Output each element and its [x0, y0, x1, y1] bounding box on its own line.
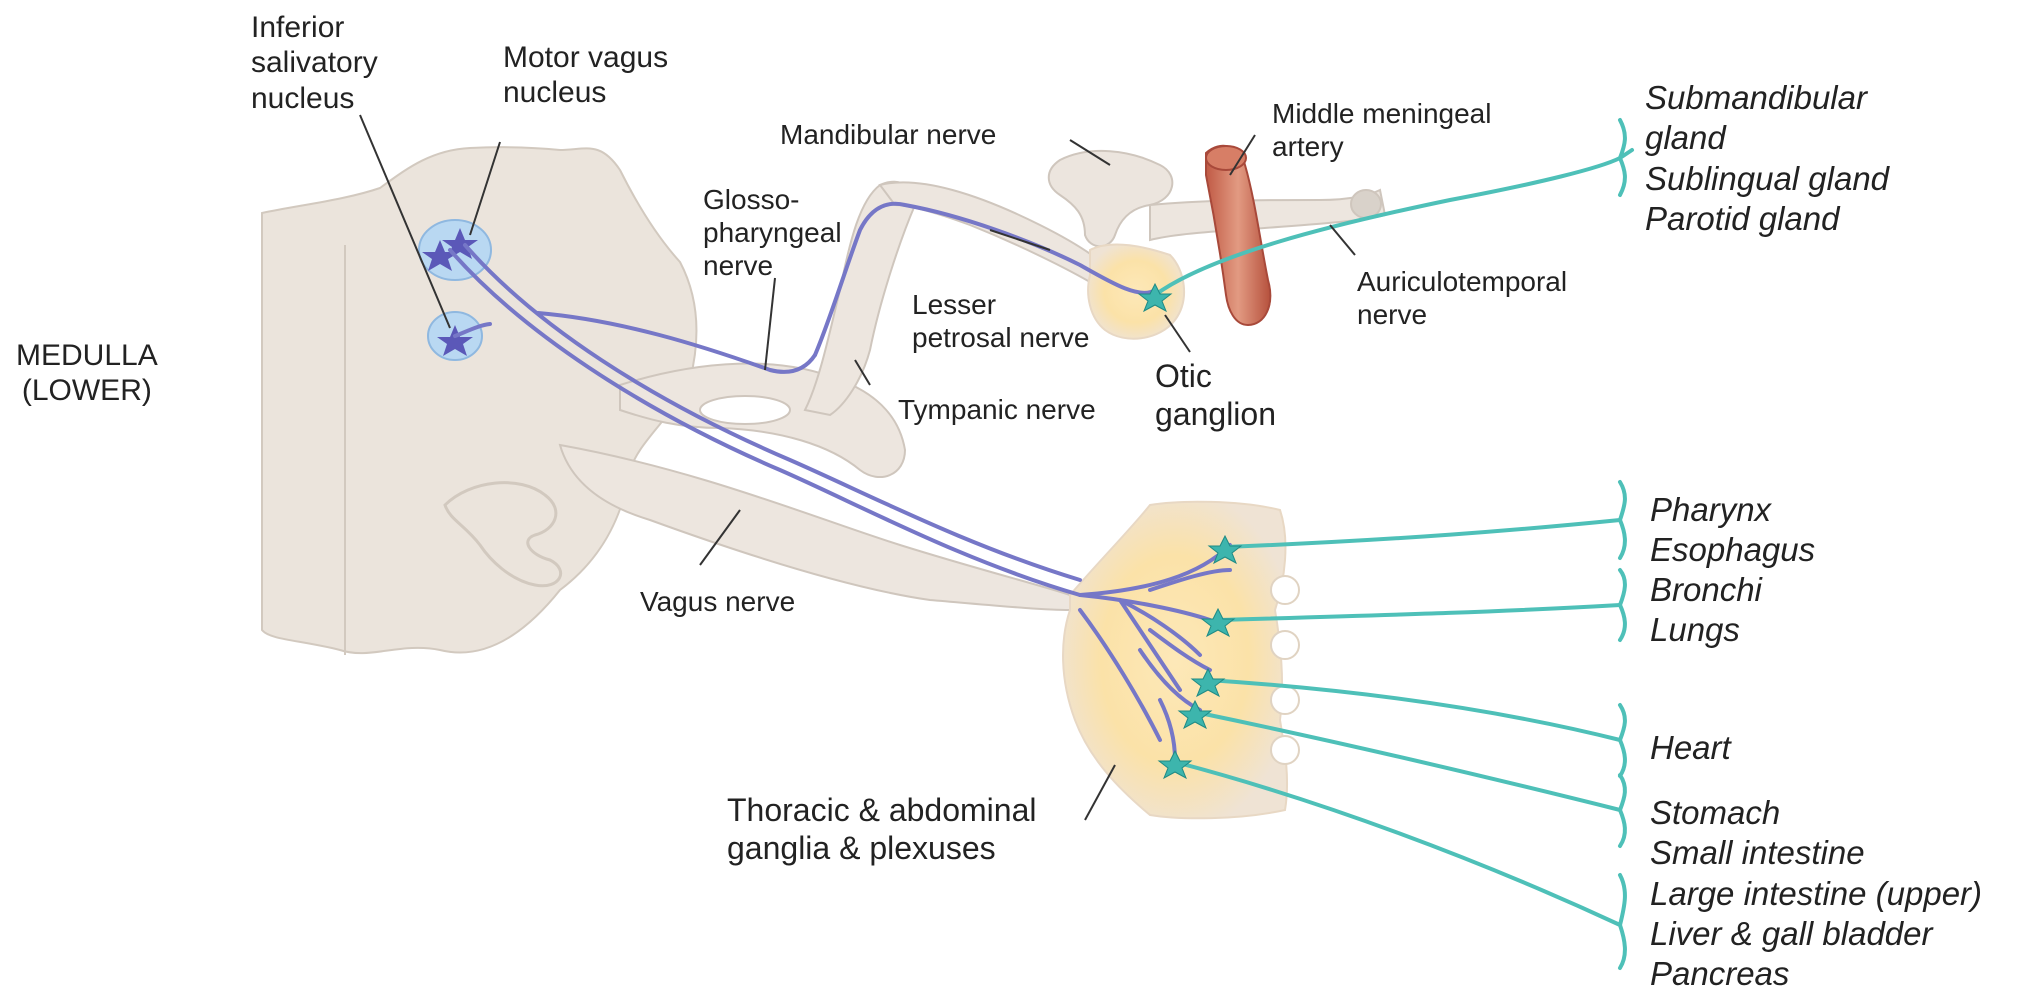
thoracic-plexus-label: Thoracic & abdominal ganglia & plexuses — [727, 792, 1036, 868]
inferior-salivatory-line1: Inferior — [251, 10, 378, 45]
middle-meningeal-label: Middle meningeal artery — [1272, 97, 1491, 163]
target-bronchi: Bronchi — [1650, 570, 1762, 610]
otic-ganglion-label: Otic ganglion — [1155, 358, 1276, 434]
medulla-label-line2: (LOWER) — [16, 373, 158, 408]
auriculotemporal-label: Auriculotemporal nerve — [1357, 265, 1567, 331]
mandibular-nerve-label: Mandibular nerve — [780, 118, 996, 151]
gut-targets: Stomach Small intestine Large intestine … — [1650, 793, 1982, 994]
target-pharynx: Pharynx — [1650, 490, 1815, 530]
medulla-label: MEDULLA (LOWER) — [16, 338, 158, 409]
target-esophagus: Esophagus — [1650, 530, 1815, 570]
tympanic-nerve-label: Tympanic nerve — [898, 393, 1096, 426]
target-gland: gland — [1645, 118, 1889, 158]
target-stomach: Stomach — [1650, 793, 1982, 833]
lesser-petrosal-line2: petrosal nerve — [912, 321, 1089, 354]
middle-meningeal-line1: Middle meningeal — [1272, 97, 1491, 130]
target-heart: Heart — [1650, 728, 1731, 768]
pharynx-targets: Pharynx Esophagus — [1650, 490, 1815, 571]
vagus-nerve-label: Vagus nerve — [640, 585, 795, 618]
middle-meningeal-line2: artery — [1272, 130, 1491, 163]
motor-vagus-line1: Motor vagus — [503, 40, 668, 75]
glossopharyngeal-line1: Glosso- — [703, 183, 842, 216]
glossopharyngeal-line3: nerve — [703, 249, 842, 282]
auriculotemporal-line1: Auriculotemporal — [1357, 265, 1567, 298]
target-parotid: Parotid gland — [1645, 199, 1889, 239]
thoracic-plexus-line2: ganglia & plexuses — [727, 830, 1036, 868]
heart-targets: Heart — [1650, 728, 1731, 768]
thoracic-plexus-line1: Thoracic & abdominal — [727, 792, 1036, 830]
target-lungs: Lungs — [1650, 610, 1762, 650]
middle-meningeal-artery — [1206, 146, 1270, 325]
glossopharyngeal-line2: pharyngeal — [703, 216, 842, 249]
lesser-petrosal-label: Lesser petrosal nerve — [912, 288, 1089, 354]
auriculotemporal-line2: nerve — [1357, 298, 1567, 331]
target-pancreas: Pancreas — [1650, 954, 1982, 994]
lesser-petrosal-line1: Lesser — [912, 288, 1089, 321]
target-small-intestine: Small intestine — [1650, 833, 1982, 873]
salivary-targets: Submandibular gland Sublingual gland Par… — [1645, 78, 1889, 239]
target-large-intestine: Large intestine (upper) — [1650, 874, 1982, 914]
inferior-salivatory-line2: salivatory — [251, 45, 378, 80]
motor-vagus-label: Motor vagus nucleus — [503, 40, 668, 111]
target-submandibular: Submandibular — [1645, 78, 1889, 118]
otic-ganglion-line1: Otic — [1155, 358, 1276, 396]
otic-ganglion-line2: ganglion — [1155, 396, 1276, 434]
motor-vagus-line2: nucleus — [503, 75, 668, 110]
inferior-salivatory-line3: nucleus — [251, 81, 378, 116]
inferior-salivatory-label: Inferior salivatory nucleus — [251, 10, 378, 116]
glossopharyngeal-label: Glosso- pharyngeal nerve — [703, 183, 842, 282]
target-sublingual: Sublingual gland — [1645, 159, 1889, 199]
target-liver: Liver & gall bladder — [1650, 914, 1982, 954]
medulla-label-line1: MEDULLA — [16, 338, 158, 373]
lung-targets: Bronchi Lungs — [1650, 570, 1762, 651]
